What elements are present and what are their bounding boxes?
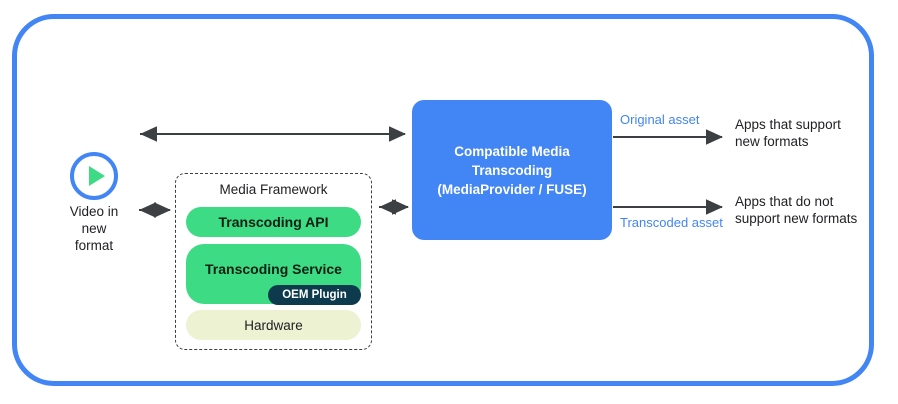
media-framework-group [175,173,372,350]
apps-unsupported-label: Apps that do not support new formats [735,193,857,227]
hardware-box: Hardware [186,310,361,340]
oem-plugin-badge: OEM Plugin [268,285,361,305]
video-source-label-line1: Video in [69,204,119,219]
cmt-line-1: Compatible Media [454,143,570,159]
apps-supported-label: Apps that support new formats [735,116,841,150]
apps-unsupported-line1: Apps that do not [735,194,834,209]
video-source-label-line3: format [74,238,114,253]
transcoded-asset-label: Transcoded asset [620,215,723,230]
media-framework-title: Media Framework [219,182,328,197]
video-source-label: Video in new format [44,203,144,254]
play-icon-ring [70,152,118,200]
original-asset-label: Original asset [620,112,700,127]
transcoding-api-box: Transcoding API [186,207,361,237]
compatible-media-transcoding-box: Compatible Media Transcoding (MediaProvi… [412,100,612,240]
apps-unsupported-line2: support new formats [735,211,858,226]
play-icon-triangle [89,166,105,186]
play-circle-icon [70,152,118,200]
cmt-line-2: Transcoding [471,162,553,178]
apps-supported-line1: Apps that support [735,117,841,132]
video-source-label-line2: new [81,221,107,236]
apps-supported-line2: new formats [735,134,809,149]
cmt-line-3: (MediaProvider / FUSE) [437,181,587,197]
